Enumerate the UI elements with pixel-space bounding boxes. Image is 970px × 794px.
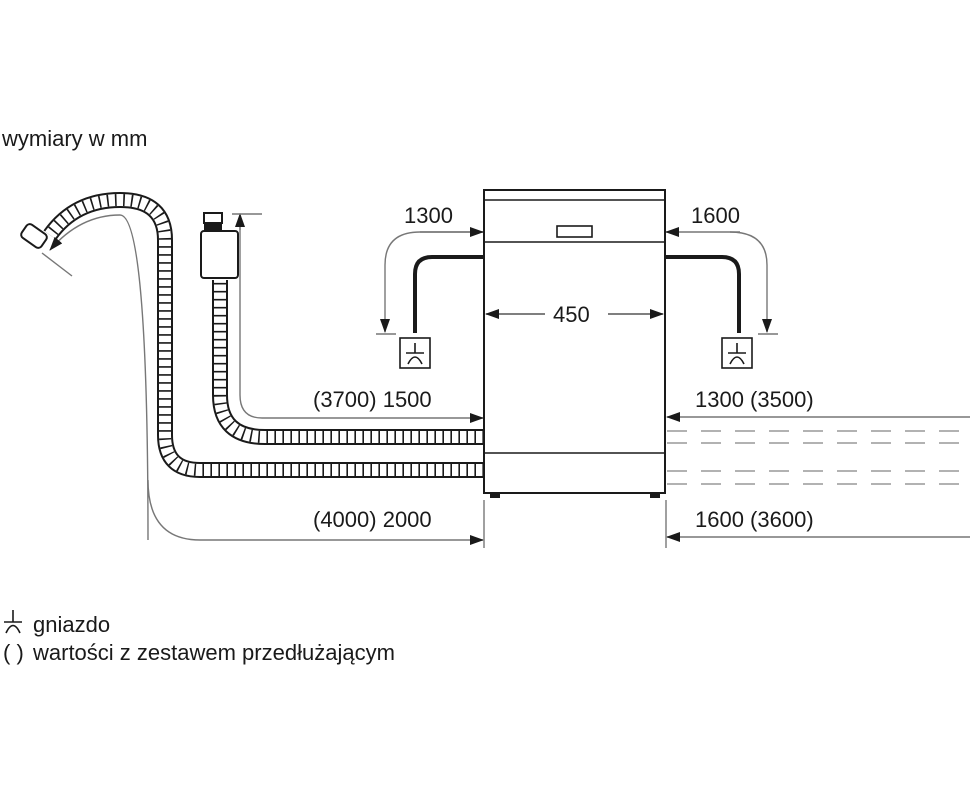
legend: gniazdo ( ) wartości z zestawem przedłuż…	[3, 610, 395, 665]
foot-right	[650, 493, 660, 498]
legend-extension-label: wartości z zestawem przedłużającym	[32, 640, 395, 665]
dim-width: 450	[553, 302, 590, 327]
foot-left	[490, 493, 500, 498]
inlet-hose	[200, 212, 484, 445]
drain-hose	[20, 191, 484, 478]
legend-socket-label: gniazdo	[33, 612, 110, 637]
aquastop-valve	[200, 230, 239, 279]
dim-right-drain: 1600 (3600)	[695, 507, 814, 532]
drain-hose-end	[20, 223, 48, 249]
inlet-length-line	[239, 215, 484, 423]
dim-right-cable: 1600	[691, 203, 740, 228]
cable-left-line	[380, 231, 483, 333]
control-panel-display	[556, 225, 593, 238]
dishwasher	[483, 189, 666, 498]
socket-right	[721, 337, 753, 369]
legend-extension-symbol: ( )	[3, 640, 24, 665]
dim-left-drain: (4000) 2000	[313, 507, 432, 532]
dim-left-inlet: (3700) 1500	[313, 387, 432, 412]
power-cable-right	[665, 255, 741, 333]
drain-length-line	[147, 479, 484, 545]
dim-right-inlet: 1300 (3500)	[695, 387, 814, 412]
socket-left	[399, 337, 431, 369]
right-hose-routes	[667, 430, 970, 485]
socket-legend-icon	[4, 610, 22, 634]
power-cable-left	[413, 255, 484, 333]
tap-connector	[203, 212, 223, 224]
units-title: wymiary w mm	[1, 126, 147, 151]
dim-left-cable: 1300	[404, 203, 453, 228]
drain-hose-end-arrow	[49, 214, 149, 541]
dishwasher-body	[483, 189, 666, 494]
